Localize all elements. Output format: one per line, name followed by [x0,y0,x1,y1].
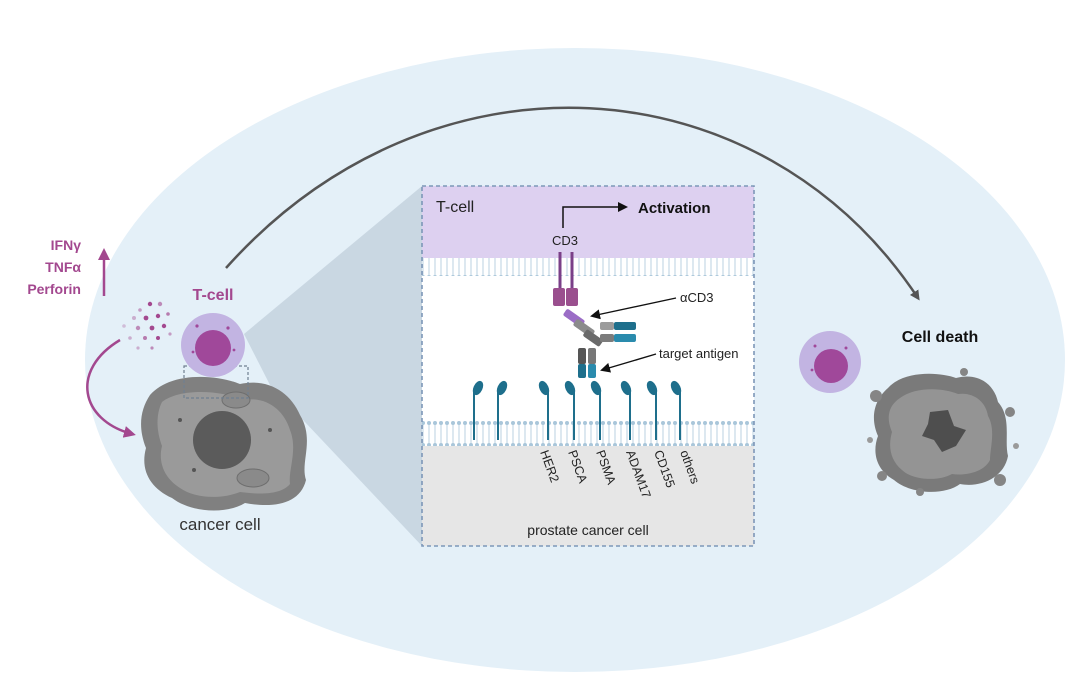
cell-death-label: Cell death [902,329,978,346]
cytokine-ifng-label: IFNγ [51,237,82,253]
cd3-label: CD3 [552,233,578,248]
acd3-pointer-arrow [590,297,677,320]
cytokine-cloud [122,301,172,350]
bispecific-antibody [563,309,636,378]
tcell-left-label: T-cell [193,287,234,304]
cancer-cell-label: cancer cell [179,515,260,534]
acd3-label: αCD3 [680,290,714,305]
tcell-right [799,331,861,393]
target-antigen-label: target antigen [659,346,739,361]
cytotoxicity-arc-arrow [225,106,920,301]
dying-cancer-cell [867,368,1019,496]
cytokine-tnfa-label: TNFα [45,259,81,275]
cytokine-perforin-label: Perforin [27,281,81,297]
tcell-left [181,313,245,377]
surface-antigens [472,380,682,440]
activation-arrow [562,202,628,228]
cancer-cell [141,376,307,511]
activation-label: Activation [638,200,711,217]
cd3-receptor [553,252,578,306]
inset-tcell-header: T-cell [436,199,474,216]
target-antigen-pointer-arrow [600,353,657,373]
inset-panel [421,185,755,547]
prostate-cancer-cell-label: prostate cancer cell [527,522,648,538]
cytokine-to-cancer-arrow [86,338,136,438]
zoom-cone [244,186,422,546]
